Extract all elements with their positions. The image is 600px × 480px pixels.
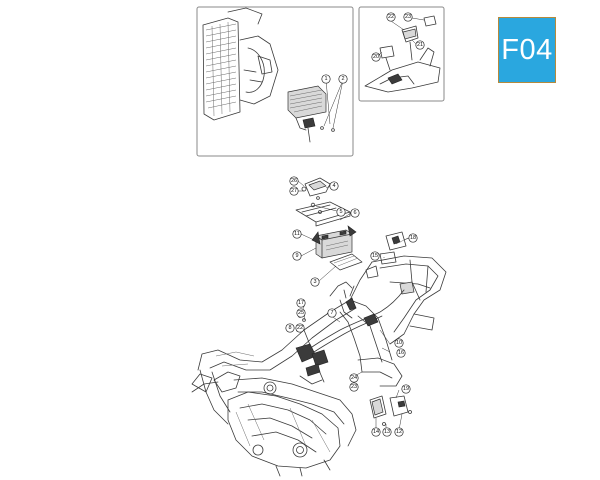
svg-text:27: 27: [291, 188, 297, 194]
svg-text:17: 17: [298, 300, 304, 306]
callout-9: 9: [292, 251, 302, 261]
svg-text:25: 25: [298, 310, 304, 316]
relay-bracket-drawing: [379, 231, 409, 265]
callout-7: 7: [327, 308, 337, 318]
callout-8: 8: [285, 323, 295, 333]
svg-text:22: 22: [297, 325, 303, 331]
main-exploded-view: 26 27 4 5 6 11 9 3: [191, 176, 447, 477]
radiator-drawing: [202, 7, 279, 121]
svg-text:16: 16: [398, 350, 404, 356]
svg-text:14: 14: [373, 429, 379, 435]
callout-3: 3: [310, 277, 320, 287]
inset-left-callout-1: 1: [321, 74, 331, 125]
main-frame-drawing: [191, 281, 403, 447]
svg-text:2: 2: [341, 76, 344, 82]
svg-text:6: 6: [353, 210, 356, 216]
callout-13: 13: [382, 427, 392, 437]
callout-10: 10: [394, 338, 404, 348]
inset-left-callout-2: 2: [323, 74, 348, 129]
callout-14: 14: [371, 427, 381, 437]
callout-16: 16: [396, 348, 406, 358]
callout-25: 25: [296, 308, 306, 318]
callout-22: 22: [295, 323, 305, 333]
battery-pad-drawing: [329, 253, 363, 271]
callout-19: 19: [401, 384, 411, 394]
callout-5: 5: [336, 207, 346, 217]
engine-drawing: [191, 371, 341, 477]
svg-text:22: 22: [388, 14, 394, 20]
svg-text:3: 3: [313, 279, 316, 285]
inset-right-callout-23: 23: [403, 12, 425, 22]
wiring-harness-drawing: [295, 285, 405, 385]
svg-text:9: 9: [295, 253, 298, 259]
svg-text:26: 26: [291, 178, 297, 184]
inset-regulator: 1 2: [196, 6, 354, 157]
svg-text:15: 15: [372, 253, 378, 259]
svg-text:7: 7: [330, 310, 333, 316]
page-code-badge: F04: [498, 17, 556, 83]
lower-brackets-drawing: [296, 265, 412, 426]
battery-drawing: [311, 225, 357, 259]
svg-text:20: 20: [373, 54, 379, 60]
svg-text:4: 4: [332, 183, 335, 189]
callout-18: 18: [408, 233, 418, 243]
callout-17: 17: [296, 298, 306, 308]
inset-connectors: 22 23 20 21: [358, 6, 445, 102]
callout-6: 6: [350, 208, 360, 218]
svg-text:11: 11: [294, 231, 300, 237]
svg-text:21: 21: [417, 42, 423, 48]
svg-text:1: 1: [324, 76, 327, 82]
svg-text:18: 18: [410, 235, 416, 241]
inset-right-callout-22: 22: [386, 12, 405, 31]
callout-27: 27: [289, 186, 299, 196]
callout-24: 24: [349, 373, 359, 383]
svg-text:10: 10: [396, 340, 402, 346]
inset-right-callout-21: 21: [411, 39, 425, 50]
callout-26: 26: [289, 176, 299, 186]
callout-11: 11: [292, 229, 302, 239]
svg-text:13: 13: [384, 429, 390, 435]
callout-23: 23: [349, 382, 359, 392]
rear-subframe-drawing: [349, 255, 447, 345]
svg-text:23: 23: [405, 14, 411, 20]
svg-text:8: 8: [288, 325, 291, 331]
callout-15: 15: [370, 251, 380, 261]
svg-text:24: 24: [351, 375, 357, 381]
inset-right-callout-20: 20: [371, 51, 383, 62]
callout-12: 12: [394, 427, 404, 437]
regulator-drawing: [287, 85, 335, 143]
svg-text:19: 19: [403, 386, 409, 392]
svg-text:23: 23: [351, 384, 357, 390]
svg-text:5: 5: [339, 209, 342, 215]
rear-frame-drawing: [364, 15, 441, 93]
callout-4: 4: [329, 181, 339, 191]
svg-text:12: 12: [396, 429, 402, 435]
fuse-holder-drawing: [301, 177, 331, 200]
